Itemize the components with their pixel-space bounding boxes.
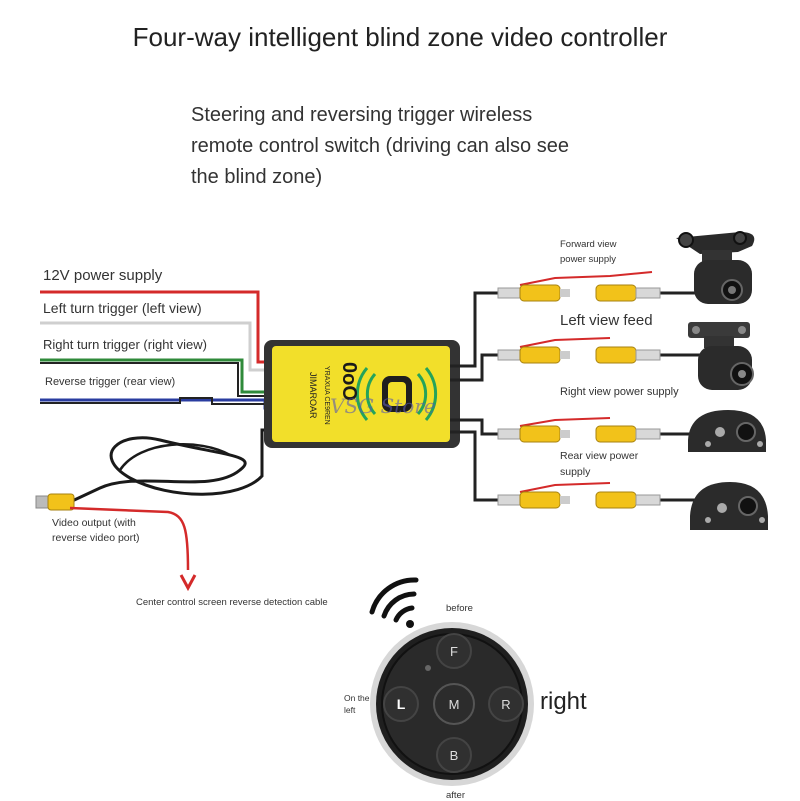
camera-right-icon	[688, 410, 766, 452]
reverse-wire-black	[40, 397, 268, 405]
forward-power-label: Forward view power supply	[560, 239, 617, 265]
detection-cable-label: Center control screen reverse detection …	[136, 597, 328, 608]
camera-rear-icon	[690, 482, 768, 530]
left-turn-wire	[40, 321, 272, 372]
page-title: Four-way intelligent blind zone video co…	[132, 22, 668, 52]
right-turn-wire-black	[40, 362, 272, 397]
video-output-cable	[69, 428, 272, 504]
right-label: right	[540, 688, 587, 715]
button-left[interactable]: L	[383, 686, 419, 722]
controller-box	[264, 340, 460, 448]
power-supply-label: 12V power supply	[43, 267, 163, 284]
left-label: On the left	[344, 693, 370, 715]
box-model: YRAXUA CE9REN	[323, 365, 330, 425]
video-output-label: Video output (with reverse video port)	[52, 517, 140, 544]
right-turn-trigger-label: Right turn trigger (right view)	[43, 337, 207, 352]
output-power-wires	[519, 271, 653, 493]
before-label: before	[446, 603, 473, 614]
detection-wire	[69, 506, 190, 571]
camera-forward-icon	[676, 231, 755, 304]
button-middle[interactable]: M	[433, 683, 475, 725]
rca-pair-rear	[497, 491, 661, 509]
camera-left-icon	[688, 322, 754, 390]
button-back[interactable]: B	[436, 737, 472, 773]
box-brand: JIMAROAR	[308, 371, 318, 419]
box-logo: 0oO	[338, 362, 360, 401]
rca-pair-forward	[497, 284, 661, 302]
page-subtitle: Steering and reversing trigger wireless …	[191, 104, 569, 188]
rear-power-label: Rear view power supply	[560, 450, 639, 478]
button-right[interactable]: R	[488, 686, 524, 722]
after-label: after	[446, 790, 466, 801]
rca-connectors	[497, 284, 661, 509]
left-view-feed-label: Left view feed	[560, 312, 653, 329]
remote-buttons: F L M R B	[377, 629, 527, 779]
reverse-trigger-label: Reverse trigger (rear view)	[45, 376, 176, 388]
car-signal-icon	[355, 367, 438, 421]
watermark: VSG Store	[330, 394, 436, 418]
rca-pair-right	[497, 425, 661, 443]
video-rca-plug	[35, 493, 75, 511]
rca-pair-left	[497, 346, 661, 364]
left-turn-trigger-label: Left turn trigger (left view)	[43, 300, 202, 316]
right-power-label: Right view power supply	[560, 386, 679, 398]
wifi-signal-icon	[369, 577, 419, 628]
detection-arrow	[179, 574, 197, 592]
right-turn-wire	[40, 358, 272, 394]
button-forward[interactable]: F	[436, 633, 472, 669]
